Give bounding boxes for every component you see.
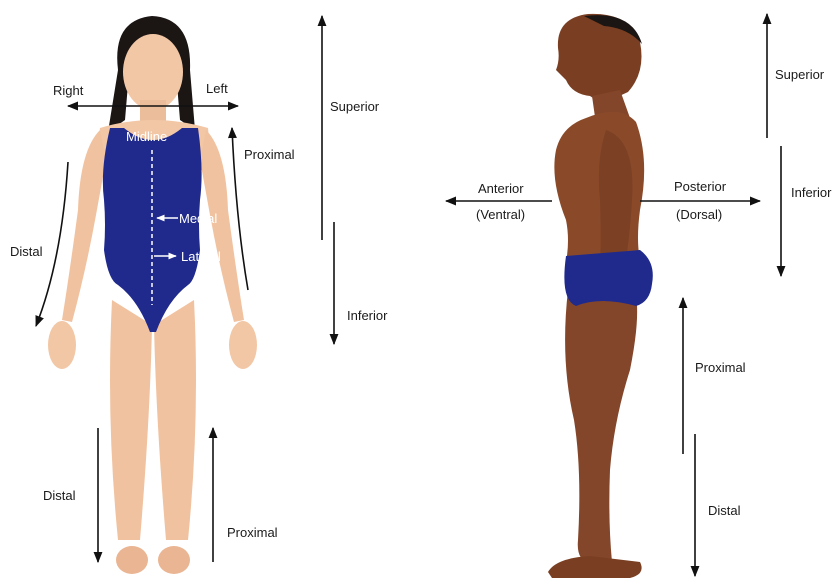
label-distal-leg: Distal — [43, 488, 76, 503]
label-proximal-arm: Proximal — [244, 147, 295, 162]
label-proximal-leg: Proximal — [227, 525, 278, 540]
label-left: Left — [206, 81, 228, 96]
label-medial: Medial — [179, 211, 217, 226]
front-right-arm — [200, 130, 244, 322]
label-midline: Midline — [126, 129, 167, 144]
label-dorsal: (Dorsal) — [676, 207, 722, 222]
front-head — [123, 34, 183, 110]
swim-brief — [564, 250, 652, 306]
side-foot — [548, 556, 642, 578]
label-superior: Superior — [330, 99, 380, 114]
front-right-hand — [229, 321, 257, 369]
side-figure — [548, 14, 653, 578]
label-anterior: Anterior — [478, 181, 524, 196]
front-right-leg — [154, 300, 196, 540]
front-left-foot — [116, 546, 148, 574]
label-ventral: (Ventral) — [476, 207, 525, 222]
label-right: Right — [53, 83, 84, 98]
label-inferior: Inferior — [347, 308, 388, 323]
front-left-arm — [62, 130, 106, 322]
front-annotations: Right Left Midline Medial Lateral Proxim… — [10, 16, 388, 562]
front-figure — [48, 16, 257, 574]
front-left-hand — [48, 321, 76, 369]
label-distal-arm: Distal — [10, 244, 43, 259]
front-left-leg — [110, 300, 152, 540]
side-legs — [565, 290, 637, 564]
label-side-inferior: Inferior — [791, 185, 832, 200]
front-right-foot — [158, 546, 190, 574]
label-posterior: Posterior — [674, 179, 727, 194]
label-lateral: Lateral — [181, 249, 221, 264]
label-side-proximal: Proximal — [695, 360, 746, 375]
label-side-superior: Superior — [775, 67, 825, 82]
label-side-distal: Distal — [708, 503, 741, 518]
